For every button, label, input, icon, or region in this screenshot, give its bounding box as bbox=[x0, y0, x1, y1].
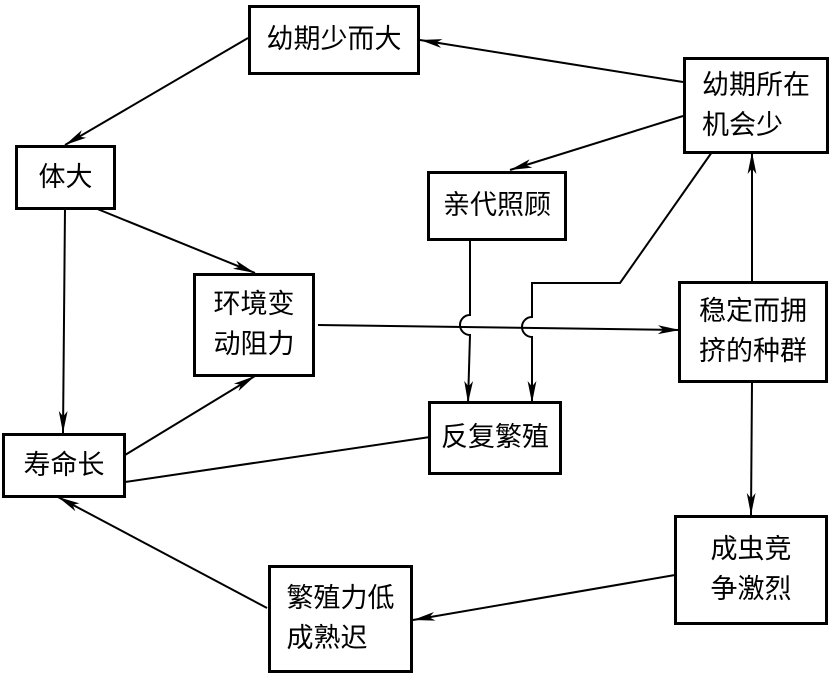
node-label: 亲代照顾 bbox=[443, 190, 551, 221]
node-label: 稳定而拥 挤的种群 bbox=[699, 296, 807, 367]
node-low-fecundity: 繁殖力低 成熟迟 bbox=[268, 565, 413, 673]
edge-body-to-env bbox=[94, 207, 256, 274]
edge-niche-to-juvenile bbox=[419, 39, 684, 83]
node-label: 反复繁殖 bbox=[441, 422, 549, 453]
node-label: 幼期所在 机会少 bbox=[702, 69, 810, 141]
node-stable-crowded-pop: 稳定而拥 挤的种群 bbox=[678, 281, 828, 383]
node-adult-competition: 成虫竞 争激烈 bbox=[674, 515, 828, 625]
node-body-large: 体大 bbox=[15, 145, 116, 210]
node-juvenile-few-large: 幼期少而大 bbox=[248, 5, 420, 75]
edge-longlife-to-env bbox=[124, 375, 256, 456]
edge-fecundity-to-longlife bbox=[57, 496, 268, 609]
node-juvenile-niche-few: 幼期所在 机会少 bbox=[683, 57, 829, 154]
node-env-resistance: 环境变 动阻力 bbox=[193, 273, 315, 377]
edge-body-to-longlife bbox=[58, 207, 68, 434]
edge-env-to-pop bbox=[317, 324, 681, 335]
node-parental-care: 亲代照顾 bbox=[427, 171, 567, 241]
node-label: 幼期少而大 bbox=[266, 24, 402, 55]
node-label: 成虫竞 争激烈 bbox=[710, 534, 792, 605]
edge-juvenile-to-body bbox=[64, 37, 249, 146]
edge-care-to-breeding bbox=[459, 240, 474, 404]
node-label: 寿命长 bbox=[23, 449, 105, 481]
edge-pop-to-competition bbox=[746, 381, 756, 516]
node-long-life: 寿命长 bbox=[2, 433, 126, 498]
node-label: 繁殖力低 成熟迟 bbox=[286, 583, 395, 654]
edge-competition-to-fecundity bbox=[412, 574, 676, 621]
edge-niche-to-breeding bbox=[521, 151, 713, 403]
edge-niche-to-care bbox=[509, 115, 684, 171]
node-label: 体大 bbox=[38, 161, 93, 193]
edge-breeding-to-longlife bbox=[124, 436, 431, 483]
node-label: 环境变 动阻力 bbox=[213, 289, 295, 360]
node-repeated-breeding: 反复繁殖 bbox=[428, 401, 562, 475]
